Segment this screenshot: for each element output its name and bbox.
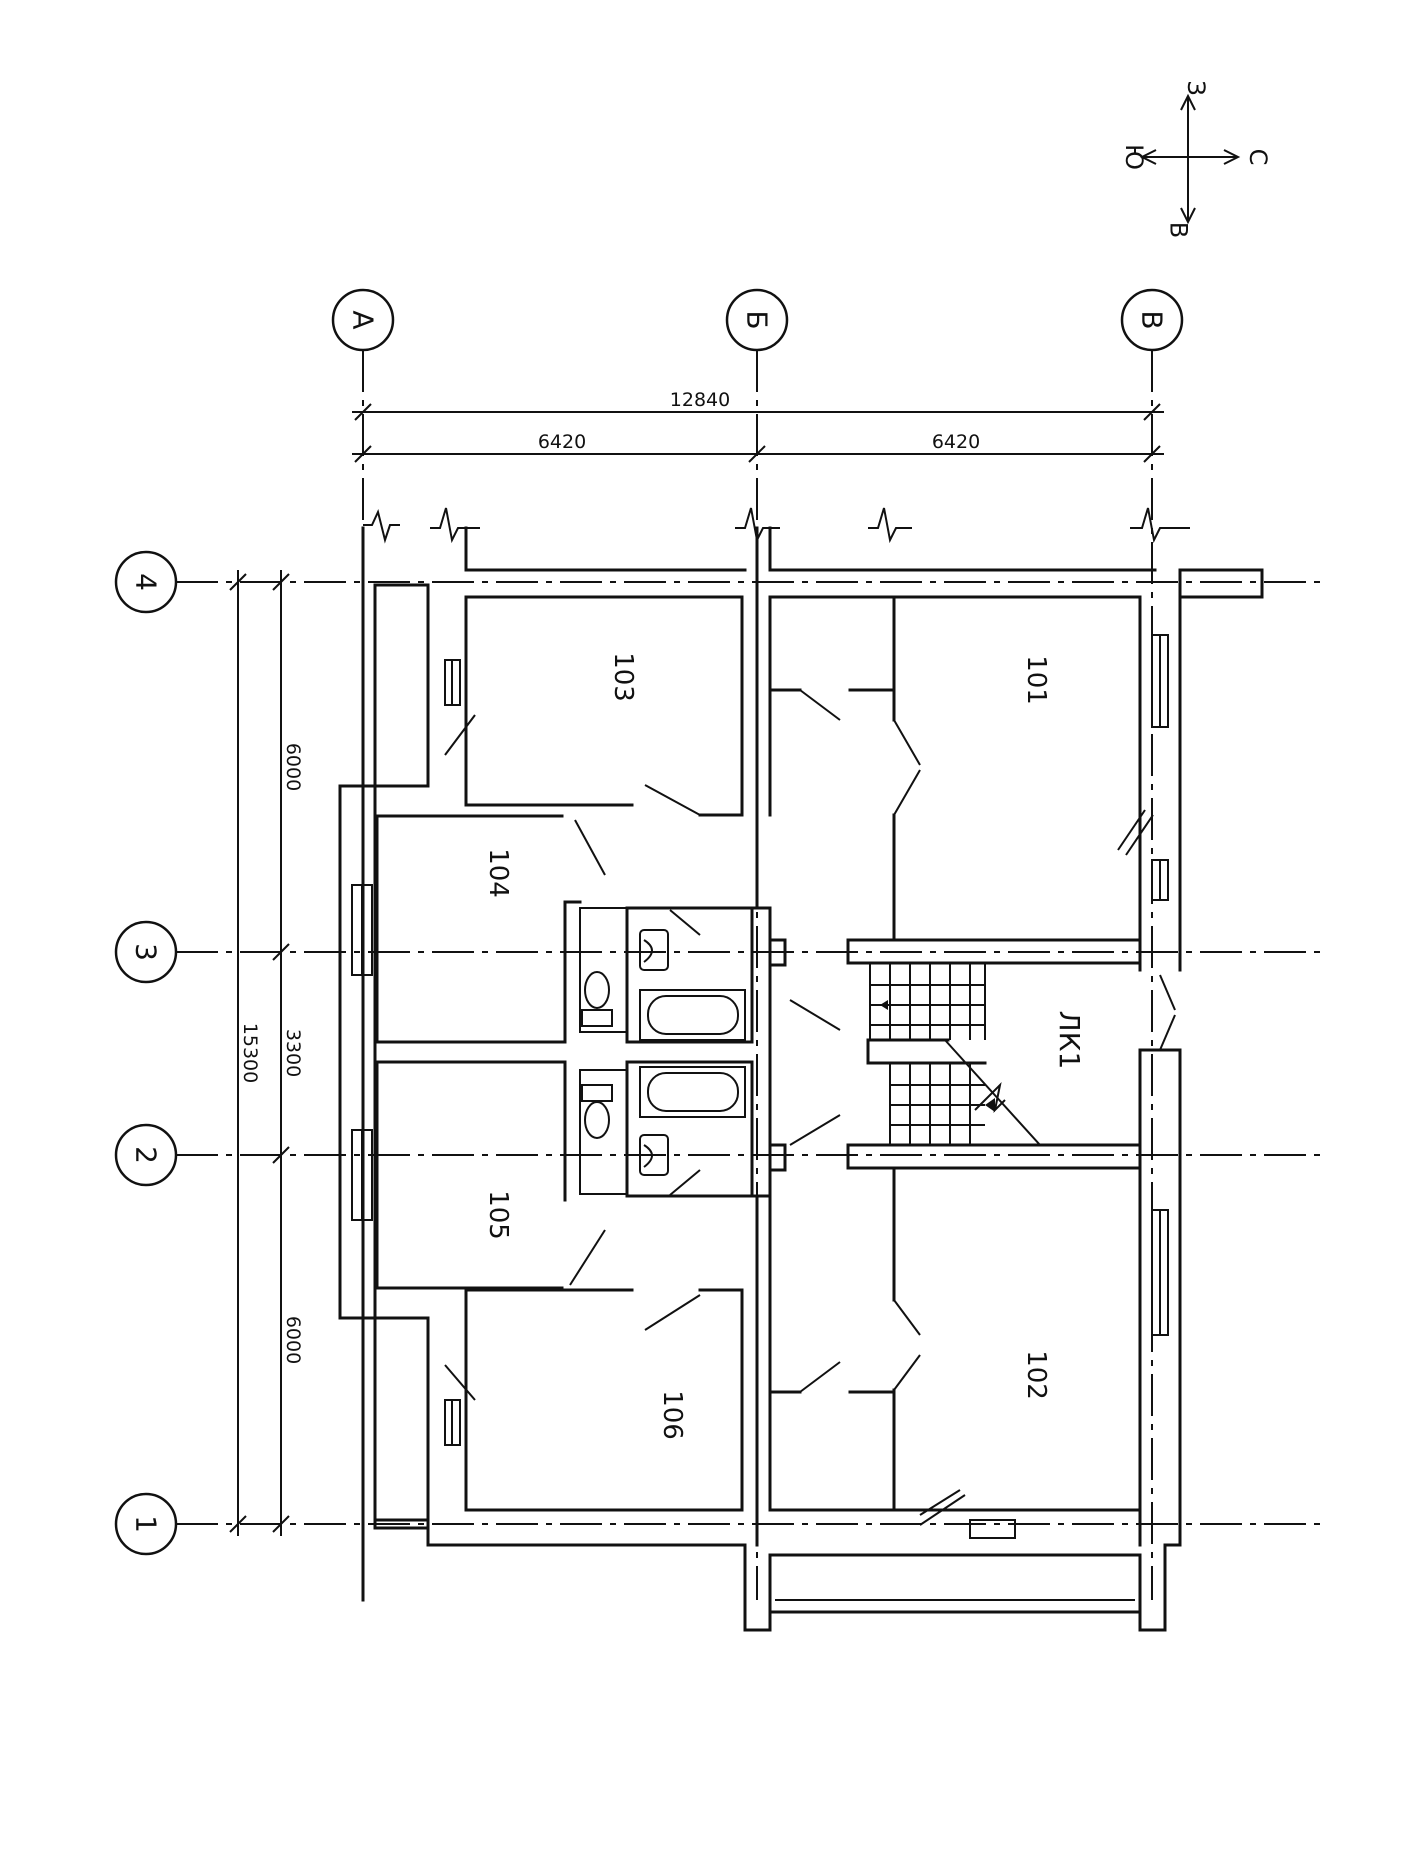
- dim-total-width: 12840: [670, 389, 730, 411]
- room-label-103: 103: [608, 652, 638, 702]
- axis-bubble-b: Б: [741, 310, 774, 329]
- compass-west-label: З: [1182, 80, 1210, 95]
- wall-breaks: [363, 507, 1190, 544]
- doors: [444, 689, 1176, 1526]
- dim-span-12: 6000: [282, 1316, 304, 1364]
- room-label-106: 106: [657, 1390, 687, 1440]
- dim-span-23: 3300: [282, 1029, 304, 1077]
- stairs: [869, 963, 1041, 1146]
- compass-south-label: Ю: [1120, 144, 1148, 170]
- fixtures: [581, 929, 746, 1176]
- room-label-104: 104: [483, 848, 513, 898]
- dimensions-top: 12840 6420 6420: [352, 389, 1164, 463]
- compass-north-label: С: [1244, 149, 1272, 166]
- axis-bubble-a: А: [347, 310, 380, 329]
- axis-bubble-2: 2: [130, 1146, 163, 1164]
- dimensions-left: 15300 6000 3300 6000: [229, 570, 304, 1536]
- axis-bubble-1: 1: [130, 1515, 163, 1533]
- room-label-stair: ЛК1: [1053, 1011, 1086, 1070]
- axis-grid: [176, 350, 1320, 1600]
- dim-span-ab: 6420: [538, 431, 586, 453]
- room-label-101: 101: [1021, 655, 1051, 705]
- axis-bubble-3: 3: [130, 943, 163, 961]
- room-label-105: 105: [483, 1190, 513, 1240]
- windows: [351, 634, 1169, 1539]
- walls: [338, 526, 1264, 1632]
- dim-span-bv: 6420: [932, 431, 980, 453]
- compass: З В С Ю: [1120, 80, 1272, 238]
- axis-bubble-4: 4: [130, 573, 163, 591]
- dim-total-length: 15300: [239, 1023, 261, 1083]
- axis-bubbles: А Б В 4 3 2 1: [114, 288, 1184, 1556]
- axis-bubble-v: В: [1136, 310, 1169, 329]
- room-labels: 101 102 103 104 105 106 ЛК1: [483, 652, 1086, 1440]
- compass-east-label: В: [1164, 222, 1192, 238]
- room-label-102: 102: [1021, 1350, 1051, 1400]
- dim-span-34: 6000: [282, 743, 304, 791]
